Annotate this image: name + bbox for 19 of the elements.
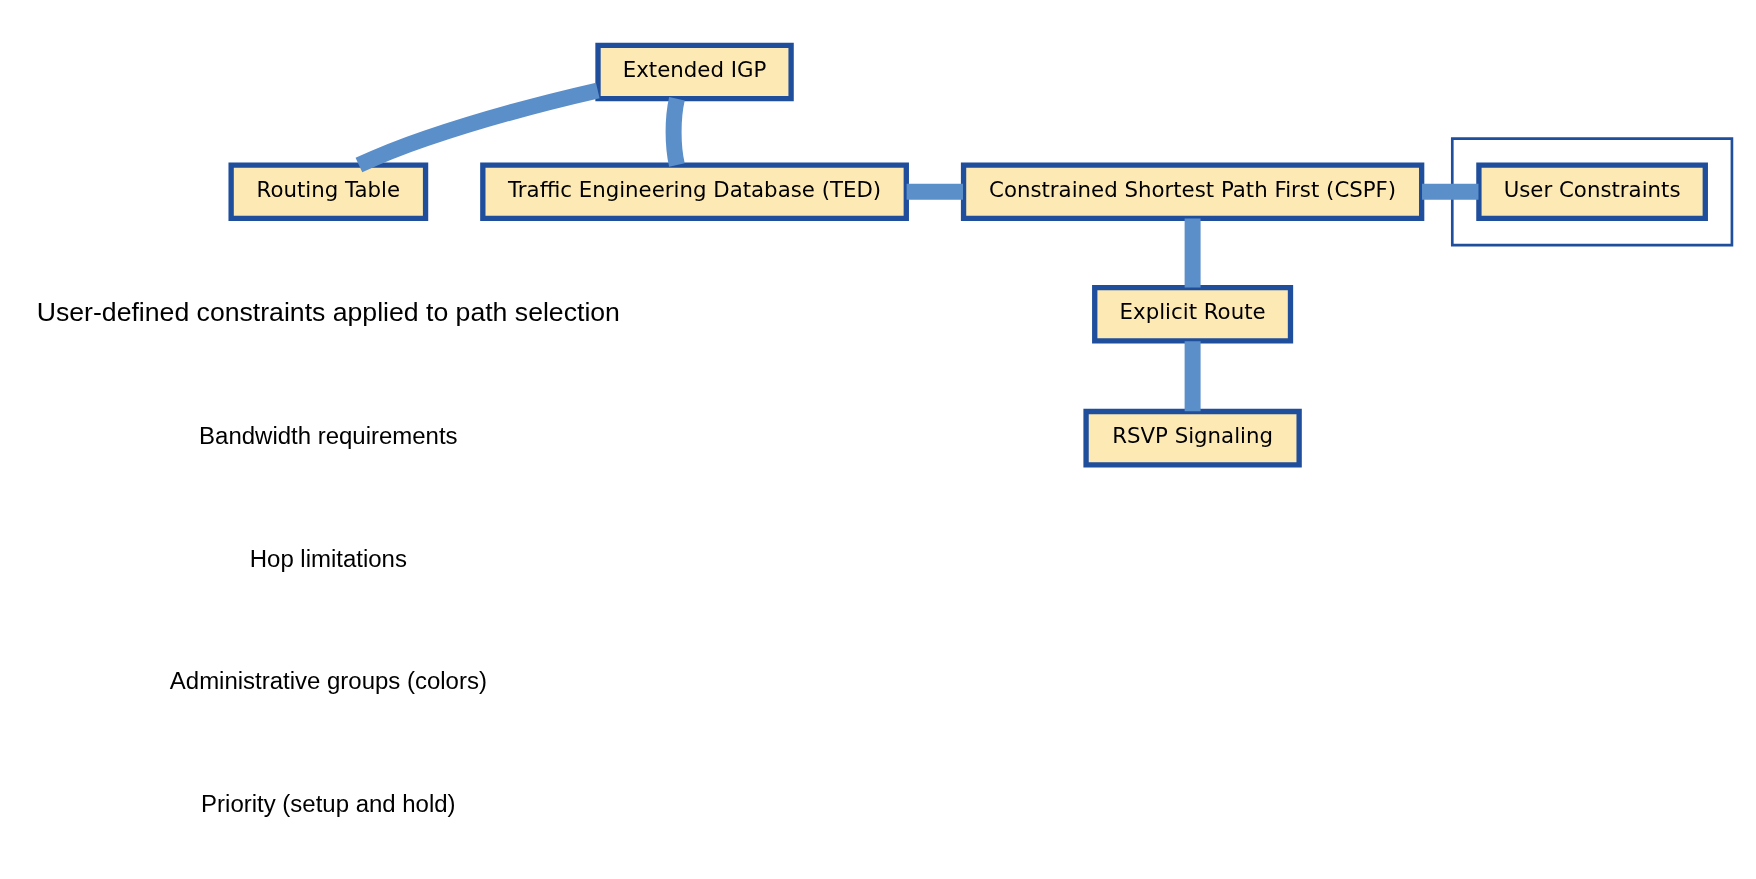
- connector: [906, 183, 964, 200]
- node-box: Constrained Shortest Path First (CSPF): [960, 162, 1425, 222]
- connector: [355, 82, 600, 173]
- connector: [1184, 218, 1201, 288]
- node-box: Traffic Engineering Database (TED): [480, 162, 909, 222]
- node-box: RSVP Signaling: [1083, 408, 1302, 468]
- label: Bandwidth requirements: [199, 422, 458, 450]
- node-box: User Constraints: [1476, 162, 1708, 222]
- node-box: Extended IGP: [595, 42, 794, 102]
- label: User-defined constraints applied to path selection: [36, 296, 620, 327]
- connector: [1422, 183, 1479, 200]
- node-box: Explicit Route: [1092, 285, 1294, 344]
- connector: [1184, 341, 1201, 412]
- label: Hop limitations: [249, 544, 407, 572]
- node-box: Routing Table: [228, 162, 429, 222]
- label: Administrative groups (colors): [169, 667, 487, 695]
- connector: [665, 97, 685, 167]
- label: Priority (setup and hold): [201, 789, 456, 817]
- cluster: [1450, 137, 1734, 247]
